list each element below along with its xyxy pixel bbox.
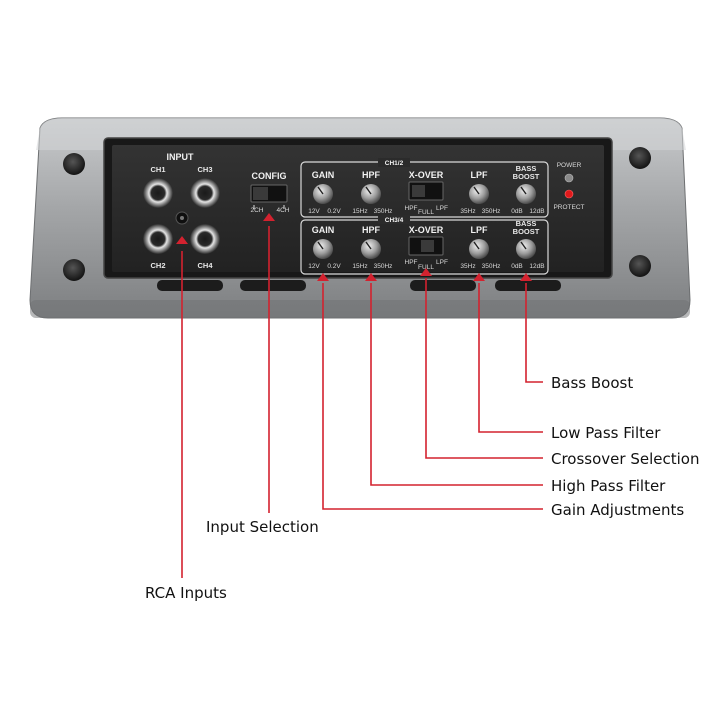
bass-max-label: 12dB: [529, 208, 544, 215]
bass-min-label: 0dB: [511, 208, 523, 215]
xover-switch-toggle: [412, 185, 425, 197]
lpf-max-label: 350Hz: [482, 208, 501, 215]
hpf-label: HPF: [362, 170, 381, 180]
rca-jack-ch3[interactable]: [190, 178, 220, 208]
xover-lpf-label: LPF: [436, 205, 448, 212]
xover-full-label-ch34: FULL: [418, 264, 434, 271]
lpf-label-ch34: LPF: [471, 225, 489, 235]
ch1-label: CH1: [150, 165, 165, 174]
xover-label-ch34: X-OVER: [409, 225, 444, 235]
control-rows: CH1/2 CH3/4: [300, 158, 549, 275]
rca-inputs-arrowhead: [176, 236, 188, 244]
row-ch12-frame: [300, 161, 549, 218]
rca-jack-ch1[interactable]: [143, 178, 173, 208]
lpf-label: LPF: [471, 170, 489, 180]
callout-rca-inputs: RCA Inputs: [145, 584, 227, 602]
ch4-label: CH4: [197, 261, 213, 270]
config-section: CONFIG 2CH 4CH: [250, 171, 289, 214]
xover-hpf-label-ch34: HPF: [405, 259, 418, 266]
power-label: POWER: [557, 162, 582, 169]
callout-crossover-selection: Crossover Selection: [551, 450, 699, 468]
protect-led-icon: [564, 189, 574, 199]
gain-label: GAIN: [312, 170, 335, 180]
row-ch12-tag: CH1/2: [385, 160, 404, 167]
lpf-min-label: 35Hz: [460, 208, 475, 215]
input-selection-arrowhead: [263, 213, 275, 221]
status-leds: POWER PROTECT: [553, 162, 584, 211]
row-ch34-tag: CH3/4: [385, 217, 404, 224]
row-ch34-controls: GAIN 12V 0.2V HPF 15Hz 350Hz X-OVER HPF …: [308, 219, 544, 271]
callout-bass-boost: Bass Boost: [551, 374, 633, 392]
power-led-icon: [564, 173, 574, 183]
callout-low-pass-filter: Low Pass Filter: [551, 424, 661, 442]
xover-label: X-OVER: [409, 170, 444, 180]
gain-label-ch34: GAIN: [312, 225, 335, 235]
screw-icon: [629, 255, 651, 277]
callout-high-pass-filter: High Pass Filter: [551, 477, 666, 495]
bass-boost-label-2-ch34: BOOST: [513, 227, 540, 236]
ch2-label: CH2: [150, 261, 165, 270]
hpf-min-label-ch34: 15Hz: [352, 263, 367, 270]
hpf-label-ch34: HPF: [362, 225, 381, 235]
input-section: INPUT CH1 CH3 CH2 CH4: [143, 152, 220, 270]
callout-input-selection: Input Selection: [206, 518, 319, 536]
lpf-min-label-ch34: 35Hz: [460, 263, 475, 270]
gain-arrowhead: [317, 273, 329, 281]
screw-icon: [63, 259, 85, 281]
bass-max-label-ch34: 12dB: [529, 263, 544, 270]
row-ch12-controls: GAIN 12V 0.2V HPF 15Hz 350Hz X-OVER HPF …: [308, 164, 544, 216]
vent-slot: [410, 280, 476, 291]
hpf-max-label-ch34: 350Hz: [374, 263, 393, 270]
bass-boost-arrowhead: [520, 273, 532, 281]
config-switch-toggle: [253, 187, 268, 200]
lpf-arrowhead: [473, 273, 485, 281]
corner-screws: [63, 147, 651, 281]
vent-slot: [157, 280, 223, 291]
callout-arrows: [176, 213, 543, 578]
bass-boost-leader: [525, 283, 543, 383]
gain-max-label: 0.2V: [327, 208, 341, 215]
vent-slot: [495, 280, 561, 291]
hpf-arrowhead: [365, 273, 377, 281]
callout-labels: Bass Boost Low Pass Filter Crossover Sel…: [145, 374, 699, 602]
rca-jack-ch2[interactable]: [143, 224, 173, 254]
xover-switch-toggle-ch34: [421, 240, 434, 252]
hpf-min-label: 15Hz: [352, 208, 367, 215]
hpf-max-label: 350Hz: [374, 208, 393, 215]
ch3-label: CH3: [197, 165, 212, 174]
gain-min-label: 12V: [308, 208, 320, 215]
input-title: INPUT: [167, 152, 195, 162]
gain-max-label-ch34: 0.2V: [327, 263, 341, 270]
bass-min-label-ch34: 0dB: [511, 263, 523, 270]
vent-slot: [240, 280, 306, 291]
protect-label: PROTECT: [553, 204, 584, 211]
config-title: CONFIG: [252, 171, 287, 181]
xover-hpf-label: HPF: [405, 205, 418, 212]
xover-full-label: FULL: [418, 209, 434, 216]
xover-leader: [425, 278, 543, 459]
screw-icon: [629, 147, 651, 169]
config-2ch-label: 2CH: [250, 207, 263, 214]
xover-arrowhead: [420, 268, 432, 276]
bass-boost-label-2: BOOST: [513, 172, 540, 181]
bass-boost-label-1: BASS: [516, 164, 537, 173]
callout-gain-adjustments: Gain Adjustments: [551, 501, 684, 519]
lpf-max-label-ch34: 350Hz: [482, 263, 501, 270]
xover-lpf-label-ch34: LPF: [436, 259, 448, 266]
config-4ch-label: 4CH: [276, 207, 289, 214]
gain-min-label-ch34: 12V: [308, 263, 320, 270]
ground-screw-center: [180, 216, 184, 220]
lpf-leader: [478, 283, 543, 433]
bass-boost-label-1-ch34: BASS: [516, 219, 537, 228]
screw-icon: [63, 153, 85, 175]
hpf-leader: [370, 283, 543, 486]
rca-jack-ch4[interactable]: [190, 224, 220, 254]
gain-leader: [322, 283, 543, 510]
